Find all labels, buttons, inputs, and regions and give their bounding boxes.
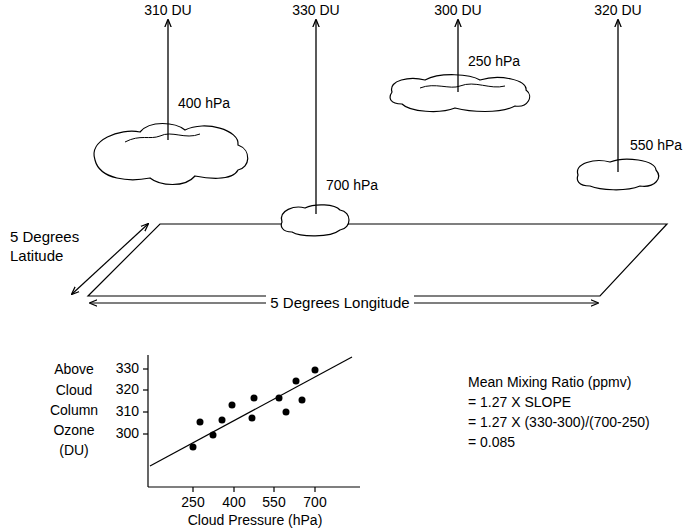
column-value: 320 DU [594,2,641,20]
cloud [281,205,349,236]
cloud-detail [125,134,200,142]
tick-label: 250 [181,494,204,512]
pressure-label: 250 hPa [468,53,520,71]
axis-title: Above Cloud Column Ozone (DU) [45,359,103,460]
tick [143,368,148,369]
dimension-label: 5 Degrees Latitude [10,228,88,266]
data-point [283,409,290,416]
dimension-label: 5 Degrees Longitude [266,294,413,313]
pressure-label: 700 hPa [326,177,378,195]
y-axis [147,355,148,487]
data-point [210,432,217,439]
tick [273,487,274,492]
data-point [229,402,236,409]
tick-label: 400 [222,494,245,512]
column-arrow [167,20,168,140]
tick-label: 700 [303,494,326,512]
tick-label: 310 [116,403,139,421]
data-point [251,395,258,402]
cloud [94,124,248,185]
column-arrow [315,20,316,214]
column-arrow [457,20,458,92]
ground-plane [88,224,667,296]
axis-title: Cloud Pressure (hPa) [188,512,323,530]
tick [143,389,148,390]
tick-label: 330 [116,360,139,378]
pressure-label: 400 hPa [178,95,230,113]
x-axis [148,486,360,487]
note: = 1.27 X SLOPE [468,394,571,412]
tick [143,411,148,412]
tick [314,487,315,492]
data-point [299,397,306,404]
data-point [219,417,226,424]
regression-line [150,357,352,466]
tick [192,487,193,492]
tick [233,487,234,492]
tick-label: 320 [116,381,139,399]
column-arrow [617,20,618,172]
tick [143,433,148,434]
data-point [293,378,300,385]
latitude-arrow [72,224,148,294]
column-value: 310 DU [144,2,191,20]
cloud-detail [420,84,505,88]
note: = 1.27 X (330-300)/(700-250) [468,414,650,432]
pressure-label: 550 hPa [630,137,682,155]
data-point [249,415,256,422]
data-point [197,419,204,426]
data-point [312,367,319,374]
note: Mean Mixing Ratio (ppmv) [468,374,631,392]
tick-label: 550 [262,494,285,512]
cloud [390,75,529,112]
data-point [276,395,283,402]
tick-label: 300 [116,425,139,443]
data-point [190,444,197,451]
column-value: 330 DU [292,2,339,20]
column-value: 300 DU [434,2,481,20]
note: = 0.085 [468,434,515,452]
